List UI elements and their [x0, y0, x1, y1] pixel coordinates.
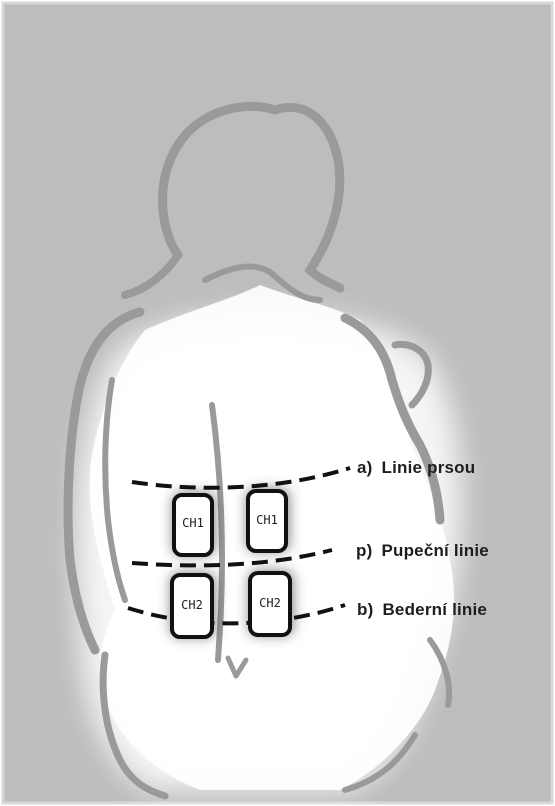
label-text: Linie prsou [382, 458, 476, 477]
label-marker: p) [356, 541, 372, 560]
svg-text:CH2: CH2 [181, 598, 203, 612]
label-text: Pupeční linie [381, 541, 488, 560]
label-marker: b) [357, 600, 373, 619]
electrode-ch2-right: CH2 [250, 573, 290, 635]
electrode-ch1-left: CH1 [174, 495, 212, 555]
label-text: Bederní linie [382, 600, 487, 619]
label-line-b: b) Bederní linie [357, 600, 487, 620]
label-marker: a) [357, 458, 373, 477]
electrode-ch1-right: CH1 [248, 491, 286, 551]
electrode-ch2-left: CH2 [172, 575, 212, 637]
label-line-p: p) Pupeční linie [356, 541, 489, 561]
svg-text:CH1: CH1 [256, 513, 278, 527]
svg-text:CH2: CH2 [259, 596, 281, 610]
label-line-a: a) Linie prsou [357, 458, 475, 478]
svg-text:CH1: CH1 [182, 516, 204, 530]
